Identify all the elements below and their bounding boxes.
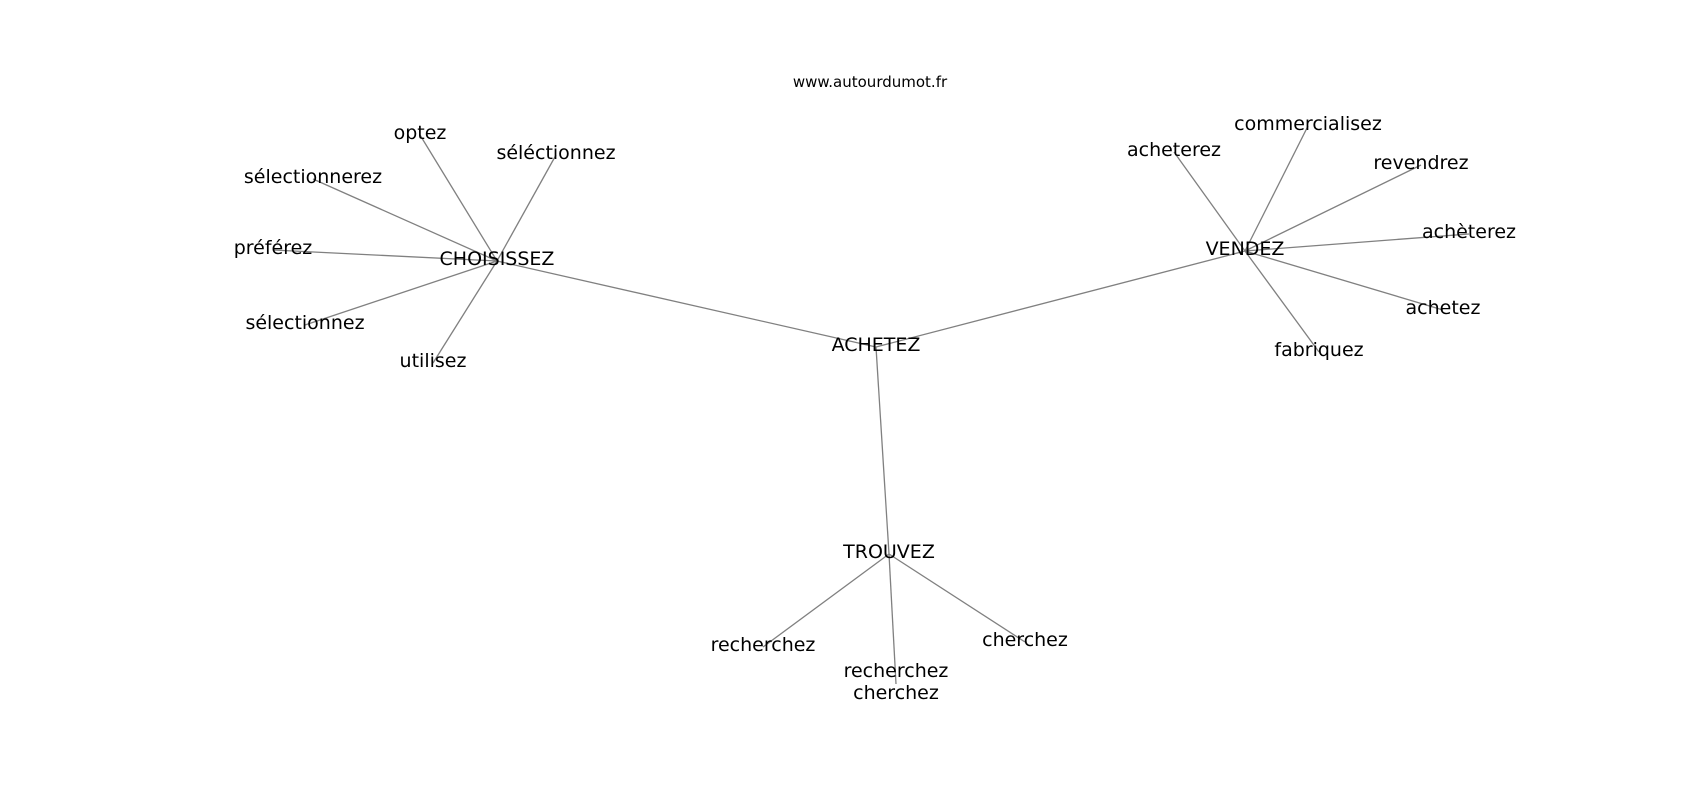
edge-vendez-12 (1244, 164, 1422, 252)
leaf-node-label: acheterez (1127, 139, 1221, 161)
leaf-node-label: revendrez (1373, 152, 1468, 174)
edges (272, 125, 1470, 685)
edge-vendez-15 (1244, 250, 1320, 353)
leaf-node-label: cherchez (853, 682, 939, 704)
hub-node-label: ACHETEZ (832, 334, 921, 356)
leaf-node-label: fabriquez (1274, 339, 1363, 361)
leaf-node-label: recherchez (844, 660, 949, 682)
leaf-node-label: optez (394, 122, 447, 144)
node-labels: ACHETEZ CHOISISSEZ VENDEZ TROUVEZ optez séléc… (234, 113, 1516, 704)
site-title: www.autourdumot.fr (793, 73, 948, 91)
edge-vendez-13 (1244, 233, 1470, 252)
edge-trouvez-17 (888, 553, 897, 685)
leaf-node-label: achetez (1406, 297, 1481, 319)
edge-trouvez-16 (762, 553, 890, 648)
edge-trouvez-18 (888, 553, 1026, 643)
hub-node-label: TROUVEZ (842, 541, 935, 563)
edge-choisissez-6 (312, 178, 498, 262)
leaf-node-label: utilisez (400, 350, 467, 372)
leaf-node-label: préférez (234, 237, 313, 259)
edge-choisissez-5 (496, 154, 557, 262)
edge-vendez-11 (1244, 125, 1309, 252)
edge-choisissez-9 (432, 260, 498, 364)
leaf-node-label: cherchez (982, 629, 1068, 651)
leaf-node-label: sélectionnerez (244, 166, 382, 188)
hub-node-label: VENDEZ (1206, 238, 1285, 260)
edge-vendez-14 (1244, 250, 1444, 311)
edge-choisissez-7 (272, 249, 498, 262)
edge-achetez-2 (875, 250, 1246, 348)
leaf-node-label: achèterez (1422, 221, 1516, 243)
edge-vendez-10 (1173, 151, 1246, 252)
leaf-node-label: séléctionnez (496, 142, 615, 164)
edge-choisissez-4 (419, 134, 498, 262)
leaf-node-label: sélectionnez (245, 312, 364, 334)
leaf-node-label: recherchez (711, 634, 816, 656)
edge-achetez-1 (496, 260, 877, 348)
hub-node-label: CHOISISSEZ (440, 248, 555, 270)
edge-choisissez-8 (304, 260, 498, 326)
edge-achetez-3 (875, 346, 890, 555)
leaf-node-label: commercialisez (1234, 113, 1382, 135)
